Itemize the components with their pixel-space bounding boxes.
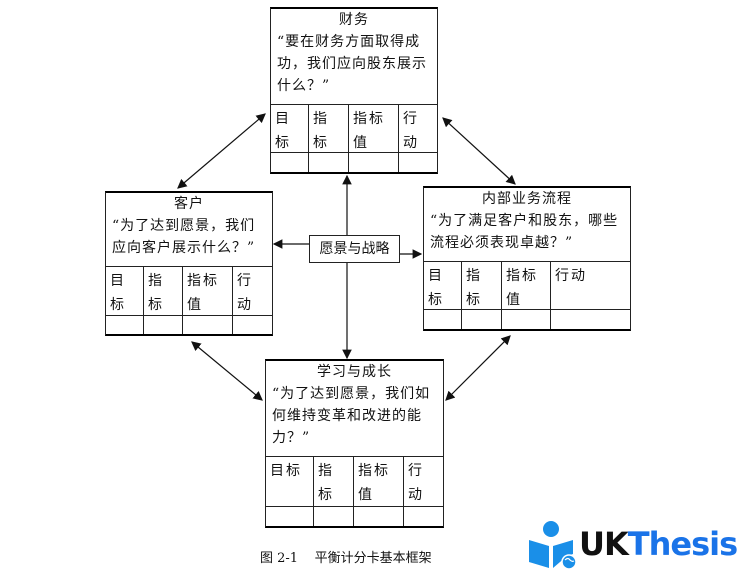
internal-empty-row	[424, 310, 630, 329]
finance-question: “要在财务方面取得成功，我们应向股东展示什么？”	[277, 34, 427, 94]
internal-question: “为了满足客户和股东，哪些流程必须表现卓越？”	[430, 213, 619, 251]
reader-globe-icon	[529, 521, 577, 570]
col-goal: 目标	[266, 457, 314, 506]
learning-growth-box: 学习与成长 “为了达到愿景，我们如何维持变革和改进的能力？” 目标 指标 指标值…	[265, 359, 444, 528]
learning-title: 学习与成长	[317, 364, 392, 380]
finance-box: 财务 “要在财务方面取得成功，我们应向股东展示什么？” 目标 指标 指标值 行动	[270, 7, 438, 174]
learning-header-row: 目标 指标 指标值 行动	[266, 457, 443, 507]
col-action: 行动	[555, 268, 587, 284]
col-metric: 指标	[144, 267, 183, 315]
learning-empty-row	[266, 507, 443, 526]
col-metric: 指标	[309, 105, 349, 152]
customer-title: 客户	[174, 196, 204, 212]
col-target: 指标值	[183, 267, 233, 315]
customer-question: “为了达到愿景，我们应向客户展示什么？”	[112, 218, 256, 256]
finance-header-row: 目标 指标 指标值 行动	[271, 105, 437, 153]
customer-header: 客户 “为了达到愿景，我们应向客户展示什么？”	[106, 193, 272, 267]
arrow-internal-learning	[445, 335, 511, 401]
finance-header: 财务 “要在财务方面取得成功，我们应向股东展示什么？”	[271, 9, 437, 105]
learning-header: 学习与成长 “为了达到愿景，我们如何维持变革和改进的能力？”	[266, 361, 443, 457]
col-target: 指标值	[354, 457, 404, 506]
logo-uk: UK	[579, 525, 629, 563]
internal-title: 内部业务流程	[482, 191, 572, 207]
figure-caption: 图 2-1 平衡计分卡基本框架	[260, 551, 432, 566]
col-target: 指标值	[349, 105, 399, 152]
vision-strategy-box: 愿景与战略	[309, 235, 400, 263]
col-goal: 目标	[106, 267, 144, 315]
col-metric: 指标	[462, 262, 502, 309]
internal-process-box: 内部业务流程 “为了满足客户和股东，哪些流程必须表现卓越？” 目标 指标 指标值…	[423, 186, 631, 331]
col-action: 行动	[408, 463, 424, 503]
customer-header-row: 目标 指标 指标值 行动	[106, 267, 272, 316]
col-metric: 指标	[314, 457, 354, 506]
customer-empty-row	[106, 316, 272, 334]
finance-title: 财务	[339, 12, 369, 28]
col-goal: 目标	[271, 105, 309, 152]
ukthesis-logo: UK Thesis	[527, 518, 737, 570]
customer-box: 客户 “为了达到愿景，我们应向客户展示什么？” 目标 指标 指标值 行动	[105, 191, 273, 336]
finance-empty-row	[271, 153, 437, 172]
arrow-finance-customer	[177, 113, 266, 189]
col-action: 行动	[403, 111, 419, 151]
arrow-customer-learning	[191, 341, 263, 401]
learning-question: “为了达到愿景，我们如何维持变革和改进的能力？”	[272, 386, 431, 446]
col-goal: 目标	[424, 262, 462, 309]
internal-header-row: 目标 指标 指标值 行动	[424, 262, 630, 310]
arrow-finance-internal	[442, 117, 516, 185]
col-target: 指标值	[502, 262, 551, 309]
internal-header: 内部业务流程 “为了满足客户和股东，哪些流程必须表现卓越？”	[424, 188, 630, 262]
logo-thesis: Thesis	[627, 525, 737, 563]
col-action: 行动	[237, 273, 253, 313]
